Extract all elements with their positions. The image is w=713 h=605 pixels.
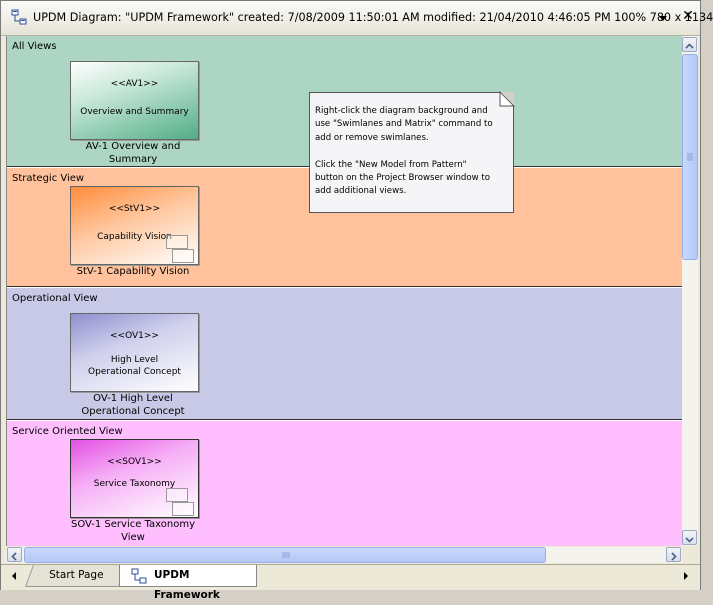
diagram-element-stv1[interactable]: <<StV1>> Capability Vision xyxy=(70,186,199,265)
close-icon: ✕ xyxy=(682,8,694,24)
swimlane-service-oriented-view[interactable]: Service Oriented View <<SOV1>> Service T… xyxy=(7,421,682,546)
diagram-icon xyxy=(131,568,147,584)
diagram-element-ov1[interactable]: <<OV1>> High Level Operational Concept xyxy=(70,313,199,392)
swimlane-label: Service Oriented View xyxy=(12,426,123,437)
tab-scroll-right-button[interactable] xyxy=(681,570,691,582)
title-bar: UPDM Diagram: "UPDM Framework" created: … xyxy=(1,1,713,36)
chevron-up-icon xyxy=(685,43,694,49)
diagram-element-sov1[interactable]: <<SOV1>> Service Taxonomy xyxy=(70,439,199,518)
diagram-icon xyxy=(11,9,27,25)
close-button[interactable]: ✕ xyxy=(680,8,696,24)
element-name: Capability Vision xyxy=(97,232,172,242)
note-corner-icon xyxy=(499,90,516,107)
element-name-line-2: Operational Concept xyxy=(88,367,181,377)
window-title: UPDM Diagram: "UPDM Framework" created: … xyxy=(33,11,713,24)
caption-line-2: Operational Concept xyxy=(81,406,185,417)
tab-bar: Start Page UPDM Framework xyxy=(1,564,700,601)
vertical-scroll-thumb[interactable] xyxy=(682,54,698,260)
caption-line-1: AV-1 Overview and xyxy=(85,141,181,152)
tab-updm-framework[interactable]: UPDM Framework xyxy=(119,565,257,601)
triangle-left-icon xyxy=(12,572,16,580)
note-text: Right-click the diagram background and u… xyxy=(315,106,493,197)
scroll-right-button[interactable] xyxy=(666,547,681,562)
horizontal-scroll-thumb[interactable] xyxy=(24,547,546,563)
service-glyph xyxy=(166,488,188,502)
chevron-left-icon xyxy=(11,552,17,561)
swimlane-label: Strategic View xyxy=(12,173,85,184)
caption-line-1: StV-1 Capability Vision xyxy=(76,266,190,277)
element-caption: SOV-1 Service Taxonomy View xyxy=(52,518,214,544)
diagram-element-av1[interactable]: <<AV1>> Overview and Summary xyxy=(70,61,199,140)
chevron-right-icon xyxy=(671,552,677,561)
chevron-down-icon[interactable] xyxy=(656,10,670,24)
swimlane-label: Operational View xyxy=(12,293,98,304)
diagram-note[interactable]: Right-click the diagram background and u… xyxy=(309,90,516,213)
tab-label: Start Page xyxy=(49,569,104,581)
vertical-scrollbar[interactable] xyxy=(682,36,698,546)
swimlane-strategic-view[interactable]: Strategic View <<StV1>> Capability Visio… xyxy=(7,168,682,287)
scroll-up-button[interactable] xyxy=(682,37,697,52)
element-name-line-1: High Level xyxy=(110,355,159,365)
triangle-right-icon xyxy=(684,572,688,580)
service-glyph xyxy=(172,502,194,516)
tab-start-page[interactable]: Start Page xyxy=(24,565,128,587)
diagram-canvas[interactable]: All Views <<AV1>> Overview and Summary A… xyxy=(6,36,682,546)
element-caption: StV-1 Capability Vision xyxy=(52,265,214,278)
horizontal-scrollbar[interactable] xyxy=(6,547,682,563)
element-caption: AV-1 Overview and Summary xyxy=(52,140,214,166)
capability-glyph xyxy=(166,235,188,249)
grip-icon xyxy=(687,153,693,161)
caption-line-2: Summary xyxy=(108,154,158,165)
caption-line-1: SOV-1 Service Taxonomy xyxy=(70,519,195,530)
element-stereotype: <<SOV1>> xyxy=(107,457,162,467)
chevron-down-icon xyxy=(685,537,694,543)
swimlane-label: All Views xyxy=(12,41,57,52)
scroll-left-button[interactable] xyxy=(7,547,22,562)
element-stereotype: <<StV1>> xyxy=(108,204,161,214)
caption-line-2: View xyxy=(121,532,145,543)
element-name: Overview and Summary xyxy=(80,107,189,117)
capability-glyph xyxy=(172,249,194,263)
element-stereotype: <<AV1>> xyxy=(110,79,159,89)
swimlane-operational-view[interactable]: Operational View <<OV1>> High Level Oper… xyxy=(7,288,682,420)
grip-icon xyxy=(282,552,290,558)
tab-label: UPDM Framework xyxy=(154,569,220,601)
element-name: Service Taxonomy xyxy=(93,479,176,489)
tab-scroll-left-button[interactable] xyxy=(9,570,19,582)
caption-line-1: OV-1 High Level xyxy=(93,393,173,404)
element-caption: OV-1 High Level Operational Concept xyxy=(52,392,214,418)
element-stereotype: <<OV1>> xyxy=(110,331,159,341)
scroll-down-button[interactable] xyxy=(682,530,697,545)
